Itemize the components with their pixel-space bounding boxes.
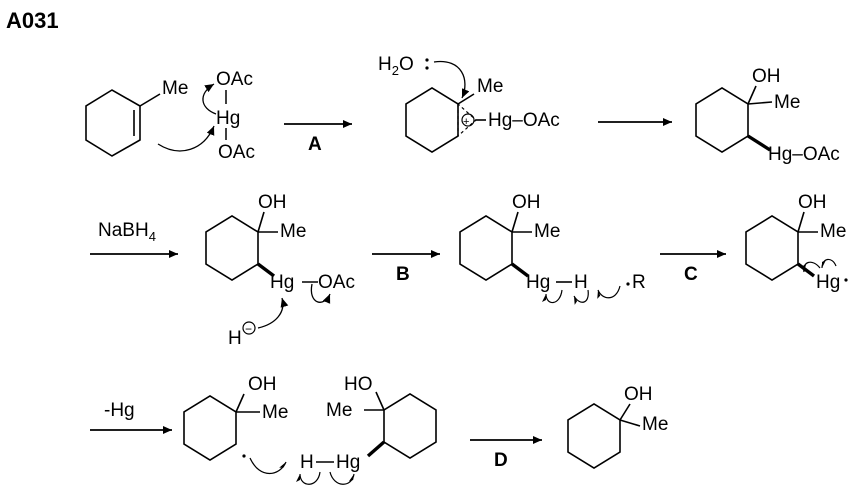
- hg-oac-bottom-label: OAc: [218, 142, 255, 163]
- mercury-bound-ring-structure: [364, 391, 437, 459]
- lone-pair-dot: [425, 58, 429, 62]
- methylcyclohexanol-structure: [567, 403, 641, 469]
- me-label: Me: [280, 221, 306, 242]
- fishhook-arrow: [597, 285, 621, 299]
- radical-dot: [626, 282, 630, 286]
- product-oh-label: OH: [752, 66, 781, 87]
- fishhook-arrow: [249, 457, 287, 475]
- ion-hgoac-label: Hg–OAc: [488, 110, 560, 131]
- lone-pair-dot: [425, 66, 429, 70]
- alkene-me-label: Me: [162, 78, 188, 99]
- left-me-label: Me: [262, 402, 288, 423]
- hg-label: Hg: [270, 272, 294, 293]
- b-hg-label: Hg: [526, 272, 550, 293]
- final-me-label: Me: [642, 414, 668, 435]
- arrow-b-label: B: [396, 264, 410, 285]
- arrow-c-label: C: [684, 264, 698, 285]
- arrow-d-label: D: [494, 450, 508, 471]
- ion-me-label: Me: [477, 76, 503, 97]
- b-h-label: H: [574, 272, 588, 293]
- hydride-label: H: [228, 328, 242, 349]
- left-oh-label: OH: [248, 374, 277, 395]
- final-oh-label: OH: [624, 384, 653, 405]
- figure-title: A031: [6, 8, 59, 33]
- radical-dot: [242, 454, 246, 458]
- fishhook-arrow: [296, 471, 321, 485]
- curved-arrow-hydride: [257, 297, 289, 329]
- c-hg-label: Hg: [816, 272, 840, 293]
- fishhook-arrow: [573, 289, 589, 305]
- right-me-label: Me: [326, 400, 352, 421]
- product-hgoac-label: Hg–OAc: [768, 144, 840, 165]
- fishhook-arrow: [329, 471, 355, 485]
- minus-charge: −: [245, 322, 252, 336]
- curved-arrow-alkene-attack: [157, 125, 215, 152]
- h-label: H: [300, 452, 314, 473]
- alkylmercury-hydride-structure: [459, 211, 572, 283]
- right-ho-label: HO: [344, 374, 373, 395]
- mercurinium-ion-structure: [405, 87, 486, 153]
- product-me-label: Me: [774, 92, 800, 113]
- hydroxymercurial-product-structure: [695, 85, 773, 153]
- minus-hg-label: -Hg: [104, 400, 135, 421]
- hg-label: Hg: [216, 108, 240, 129]
- plus-charge: +: [463, 116, 469, 128]
- b-r-label: R: [632, 272, 646, 293]
- radical-dot: [844, 278, 848, 282]
- c-oh-label: OH: [798, 192, 827, 213]
- arrow-a-label: A: [308, 134, 322, 155]
- carbon-radical-structure: [183, 393, 260, 461]
- hg-oac-top-label: OAc: [216, 69, 253, 90]
- b-me-label: Me: [534, 221, 560, 242]
- curved-arrow-water-attack: [433, 60, 470, 99]
- minus-charge-circle: [242, 321, 256, 335]
- hg-label: Hg: [336, 452, 360, 473]
- oh-label: OH: [258, 192, 287, 213]
- alkylmercury-radical-structure: [745, 211, 837, 281]
- b-oh-label: OH: [512, 192, 541, 213]
- c-me-label: Me: [820, 221, 846, 242]
- methylcyclohexene-structure: [85, 89, 161, 157]
- fishhook-arrow: [542, 289, 563, 304]
- organomercurial-structure: [205, 211, 278, 281]
- nabh4-label: NaBH4: [98, 220, 156, 244]
- curved-arrow-hg-oac: [202, 83, 217, 115]
- water-label: H2O: [378, 54, 414, 78]
- curved-arrow-oac-leave: [310, 283, 331, 304]
- oac-label: OAc: [318, 272, 355, 293]
